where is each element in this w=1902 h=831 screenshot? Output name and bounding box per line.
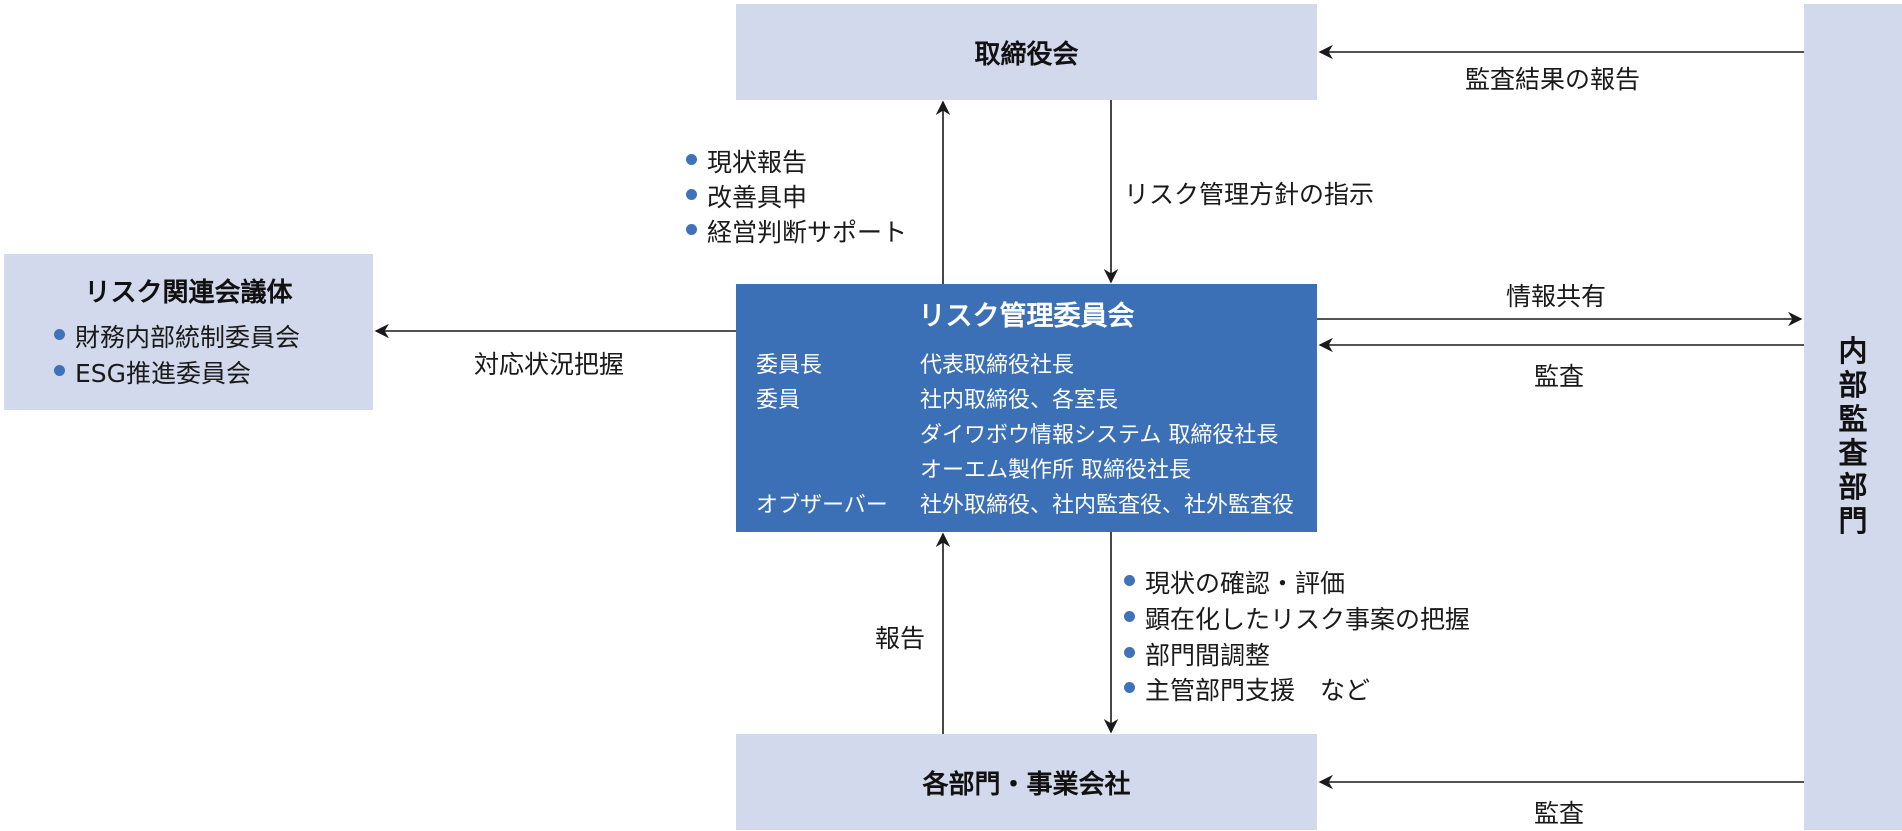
bullet-icon: [54, 364, 65, 376]
bullet-icon: [1124, 610, 1135, 622]
bullet-icon: [686, 153, 697, 165]
label-status-grasp: 対応状況把握: [474, 350, 625, 379]
label-audit-departments: 監査: [1534, 799, 1585, 828]
bullet-icon: [1124, 574, 1135, 586]
bullet-icon: [1124, 646, 1135, 658]
member-names: 社外取締役、社内監査役、社外監査役: [920, 493, 1295, 518]
related-body-item: 財務内部統制委員会: [54, 318, 300, 354]
internal-audit-char: 門: [1838, 504, 1868, 538]
member-names: 代表取締役社長: [920, 353, 1075, 378]
to-depts-item: 部門間調整: [1124, 636, 1270, 672]
internal-audit-char: 監: [1838, 402, 1868, 436]
member-names: ダイワボウ情報システム 取締役社長: [920, 423, 1279, 448]
bullet-icon: [686, 188, 697, 200]
member-names: 社内取締役、各室長: [920, 388, 1119, 413]
to-board-item: 現状報告: [686, 143, 807, 179]
internal-audit-char: 部: [1838, 470, 1868, 504]
internal-audit-char: 査: [1838, 436, 1868, 470]
internal-audit-box: 内 部 監 査 部 門: [1804, 4, 1902, 830]
member-role: 委員長: [756, 353, 823, 378]
bullet-icon: [54, 328, 65, 340]
label-audit-committee: 監査: [1534, 362, 1585, 391]
related-body-item: ESG推進委員会: [54, 354, 251, 390]
departments-box: 各部門・事業会社: [736, 734, 1317, 830]
committee-title: リスク管理委員会: [918, 301, 1135, 332]
label-audit-report: 監査結果の報告: [1465, 65, 1641, 94]
internal-audit-char: 内: [1838, 334, 1868, 368]
to-depts-item: 現状の確認・評価: [1124, 564, 1345, 600]
label-risk-policy: リスク管理方針の指示: [1124, 180, 1375, 209]
to-depts-item: 主管部門支援 など: [1124, 671, 1370, 707]
risk-related-bodies-box: リスク関連会議体 財務内部統制委員会 ESG推進委員会: [4, 254, 373, 410]
to-depts-item: 顕在化したリスク事案の把握: [1124, 600, 1470, 636]
risk-related-bodies-title: リスク関連会議体: [84, 278, 293, 308]
risk-management-committee-box: リスク管理委員会 委員長 代表取締役社長 委員 社内取締役、各室長 ダイワボウ情…: [736, 284, 1317, 532]
label-report: 報告: [875, 624, 926, 653]
member-role: オブザーバー: [756, 493, 888, 518]
board-of-directors-box: 取締役会: [736, 4, 1317, 100]
internal-audit-title: 内 部 監 査 部 門: [1804, 334, 1902, 538]
to-board-item: 経営判断サポート: [686, 213, 907, 249]
member-names: オーエム製作所 取締役社長: [920, 458, 1191, 483]
board-title: 取締役会: [974, 39, 1079, 70]
label-info-share: 情報共有: [1506, 282, 1607, 311]
internal-audit-char: 部: [1838, 368, 1868, 402]
bullet-icon: [686, 223, 697, 235]
member-role: 委員: [756, 388, 801, 413]
bullet-icon: [1124, 681, 1135, 693]
to-board-item: 改善具申: [686, 178, 807, 214]
departments-title: 各部門・事業会社: [922, 769, 1131, 800]
